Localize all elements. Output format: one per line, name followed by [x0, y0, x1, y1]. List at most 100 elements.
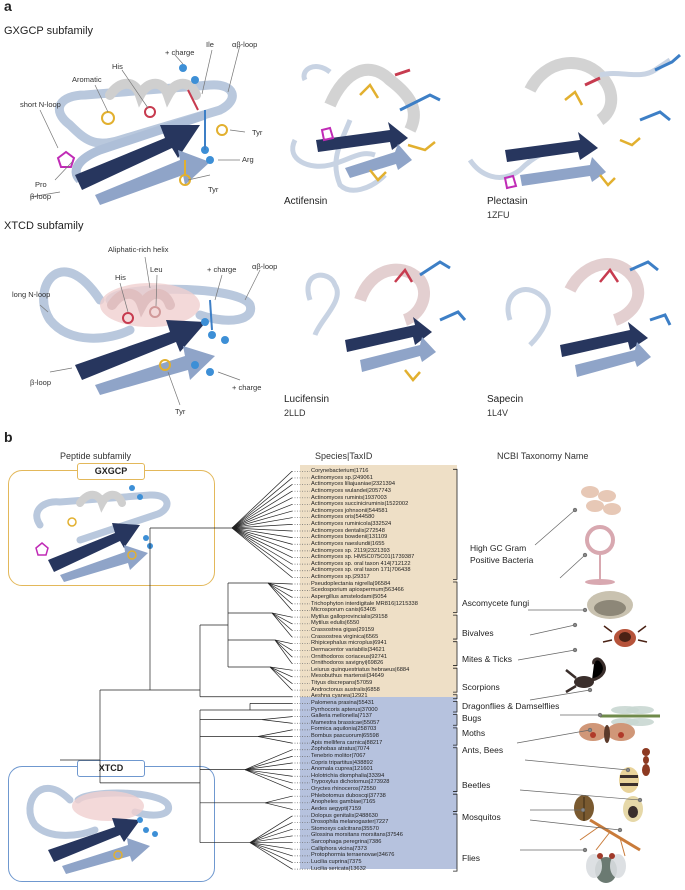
tree-branch [264, 802, 293, 810]
species-item: Crassostrea virginica|6565 [311, 633, 379, 640]
lucifensin-name: Lucifensin [284, 394, 330, 405]
species-item: Actinomyces naeslundii|1655 [311, 540, 385, 547]
tree-branch [231, 471, 293, 529]
tree-branch [269, 666, 293, 678]
tree-branch [231, 517, 293, 529]
actifensin-structure [290, 63, 441, 193]
species-item: Anopheles gambiae|7165 [311, 799, 376, 806]
panel-a-letter: a [4, 0, 12, 14]
xtcd-his-label: His [115, 273, 126, 282]
gxgcp-box-label: GXGCP [77, 463, 145, 480]
species-item: Mesobuthus martensii|34649 [311, 673, 384, 680]
species-item: Formica aquilonia|258703 [311, 726, 377, 733]
tree-branch [269, 666, 293, 684]
species-item: Aedes aegypti|7159 [311, 805, 362, 812]
species-item: Pyrrhocoris apterus|37000 [311, 706, 378, 713]
gxgcp-b-loop-label: β-loop [30, 192, 51, 201]
gxgcp-charge-label: + charge [165, 48, 195, 57]
species-item: Mytilus galloprovincialis|29158 [311, 613, 388, 620]
xtcd-long-n-loop-label: long N-loop [12, 290, 51, 299]
tree-branch [261, 716, 293, 720]
taxon-bivalves: Bivalves [462, 628, 494, 638]
tree-branch [274, 639, 293, 658]
dragonfly-icon [600, 706, 660, 726]
species-item: Mamestra brassicae|55057 [311, 719, 380, 726]
taxon-scorpions: Scorpions [462, 682, 500, 692]
xtcd-schematic [39, 256, 261, 406]
panel-b-letter: b [4, 429, 13, 445]
tree-branch [244, 769, 293, 777]
tree-branch [231, 527, 293, 558]
tree-branch [231, 527, 293, 532]
tree-branch [257, 736, 293, 744]
tree-branch [271, 612, 293, 625]
tree-branch [231, 504, 293, 529]
taxon-bacteria-line1: High GC Gram [470, 543, 527, 553]
tree-branch [274, 639, 293, 651]
group-bracket [453, 694, 458, 700]
tree-branch [231, 490, 293, 529]
header-taxonomy: NCBI Taxonomy Name [497, 451, 589, 461]
species-item: Tityus discrepans|57059 [311, 680, 373, 686]
species-item: Galleria mellonella|7137 [311, 713, 372, 720]
species-item: Actinomyces ruminis|1937003 [311, 494, 387, 501]
gxgcp-schematic [29, 44, 246, 205]
species-item: Actinomyces oris|544580 [311, 514, 375, 521]
tree-branch [249, 828, 293, 843]
species-item: Actinomyces bowdenii|131109 [311, 534, 388, 541]
species-item: Zophobas atratus|7074 [311, 746, 370, 753]
beetle-icon-2 [623, 796, 643, 822]
tree-branch [244, 769, 293, 784]
taxon-fungi: Ascomycete fungi [462, 598, 530, 608]
phylogenetic-tree [60, 470, 310, 870]
tree-branch [231, 527, 293, 538]
xtcd-tyr-label: Tyr [175, 407, 186, 416]
gxgcp-arg-label: Arg [242, 155, 254, 164]
species-item: Actinomyces sp. oral taxon 171|706438 [311, 567, 411, 574]
tree-branch [231, 527, 293, 545]
species-item: Actinomyces sp. oral taxon 414|712122 [311, 560, 411, 567]
tree-branch [267, 582, 293, 611]
tree-branch [274, 639, 293, 664]
group-brackets [453, 468, 458, 872]
tree-branch [231, 510, 293, 529]
taxon-dragonflies: Dragonflies & Damselflies [462, 701, 560, 711]
tree-branch [231, 527, 293, 552]
mosquito-icon [579, 818, 641, 857]
lucifensin-id: 2LLD [284, 408, 306, 418]
species-item: Apis mellifera carnica|88217 [311, 739, 383, 746]
xtcd-species-block [300, 697, 457, 869]
taxon-mosquitos: Mosquitos [462, 812, 501, 822]
tree-branch [267, 582, 293, 585]
moth-icon [579, 723, 635, 743]
gxgcp-title: GXGCP subfamily [4, 25, 94, 37]
species-item: Androctonus australis|6858 [311, 686, 380, 693]
species-item: Stomoxys calcitrans|35570 [311, 825, 379, 832]
plectasin-name: Plectasin [487, 196, 528, 207]
tree-branch [231, 497, 293, 529]
xtcd-mini-schematic [26, 784, 173, 874]
tree-branch [274, 639, 293, 645]
species-item: Actinomyces ruminicola|332524 [311, 521, 392, 527]
tree-branch [267, 582, 293, 591]
gxgcp-ile-label: Ile [206, 40, 214, 49]
tree-branch [231, 477, 293, 529]
species-item: Aspergillus amstelodami|5054 [311, 593, 387, 600]
group-bracket [453, 468, 458, 580]
species-item: Palomena prasina|55431 [311, 699, 375, 706]
species-item: Actinomyces dentalis|272548 [311, 527, 385, 534]
tree-branch [244, 762, 293, 770]
header-species: Species|TaxID [315, 451, 373, 461]
species-item: Calliphora vicina|7373 [311, 845, 367, 852]
gxgcp-ab-loop-label: αβ-loop [232, 40, 258, 49]
beetle-icon [574, 795, 594, 821]
species-item: Copris tripartitus|438892 [311, 759, 373, 766]
tree-branch [249, 842, 293, 870]
species-item: Actinomyces sp. HMSC075C01|1739387 [311, 554, 415, 561]
taxon-bugs: Bugs [462, 713, 482, 723]
group-bracket [453, 700, 458, 713]
tree-branch [271, 612, 293, 638]
xtcd-ab-loop-label: αβ-loop [252, 262, 278, 271]
tree-branch [244, 749, 293, 770]
tree-branch [231, 527, 293, 578]
